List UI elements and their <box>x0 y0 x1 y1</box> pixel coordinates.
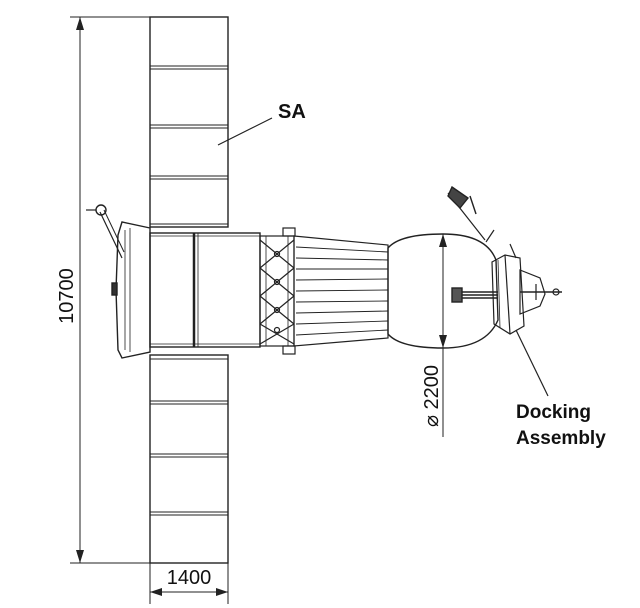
solar-array-upper-wing <box>149 16 229 228</box>
orbital-module-shell <box>387 233 499 349</box>
docking-assembly-label-line1: Docking <box>516 402 591 423</box>
truss-latch-bottom <box>282 345 296 355</box>
solar-array-label: SA <box>278 101 306 123</box>
length-dimension-label: 10700 <box>56 268 78 324</box>
dimension-lines <box>70 16 447 604</box>
diameter-dimension-label: ⌀ 2200 <box>421 365 443 427</box>
truss-latch-top <box>282 227 296 237</box>
forward-antenna-icon <box>447 185 470 210</box>
sa-leader-line <box>217 117 273 146</box>
truss-adapter <box>259 227 296 355</box>
width-dimension-label: 1400 <box>167 567 212 589</box>
descent-module-outline <box>293 235 389 347</box>
rear-antenna-boom <box>99 211 123 259</box>
solar-panel-separators <box>150 65 228 516</box>
docking-assembly <box>485 229 562 335</box>
truss-frame <box>259 235 295 347</box>
leader-lines <box>217 117 549 397</box>
service-module <box>86 204 261 359</box>
docking-probe-housing <box>519 269 546 315</box>
solar-array-lower-wing <box>149 354 229 564</box>
engine-skirt <box>115 221 151 359</box>
docking-leader-line <box>515 329 549 397</box>
descent-module <box>293 235 389 347</box>
docking-assembly-label-line2: Assembly <box>516 428 606 449</box>
service-module-cylinder <box>149 232 261 348</box>
solar-array <box>149 16 229 564</box>
